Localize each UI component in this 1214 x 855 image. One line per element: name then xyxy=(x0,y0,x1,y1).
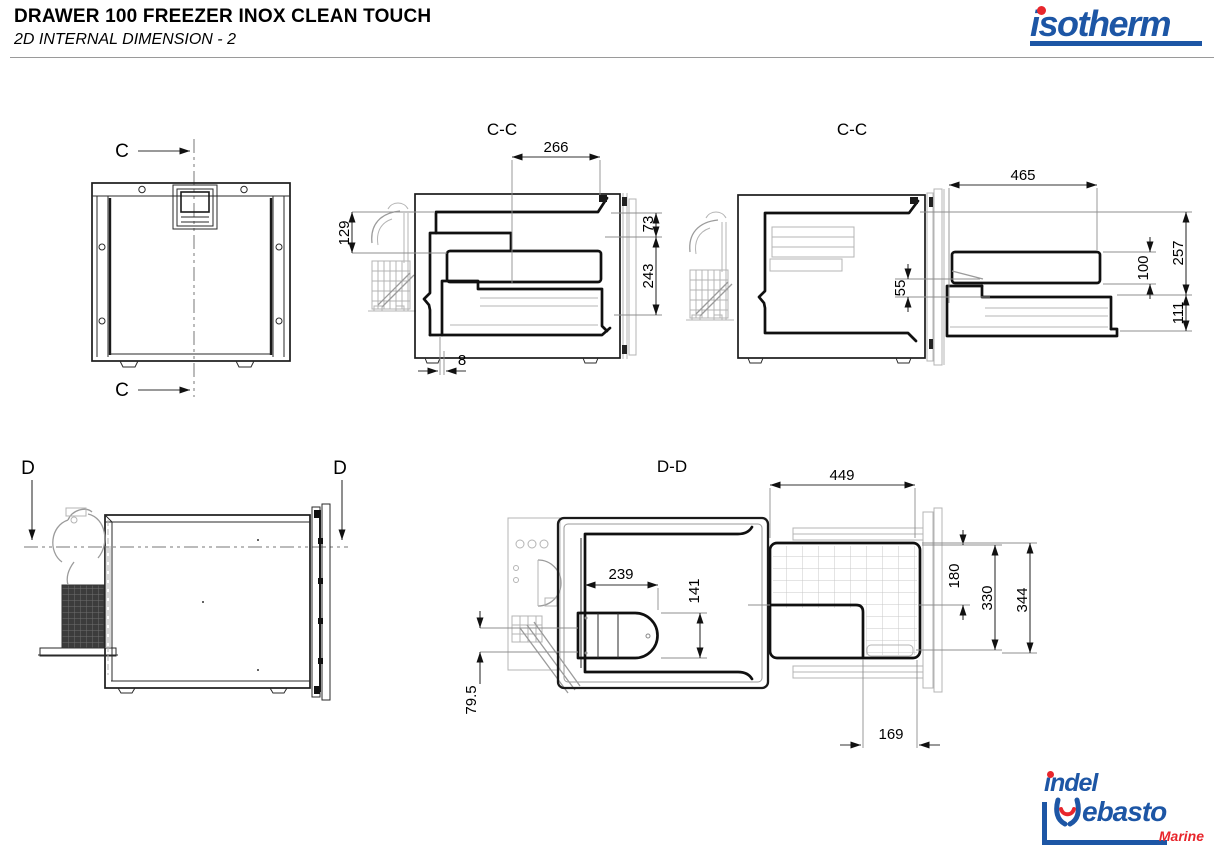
inner-cavity-contour-top xyxy=(580,525,754,681)
compressor-ghost xyxy=(686,211,734,321)
basket-top-view xyxy=(748,541,922,660)
compressor-ghost xyxy=(368,202,416,312)
isotherm-text: isotherm xyxy=(1030,3,1172,44)
cabinet-section-outline xyxy=(737,194,926,364)
drawer-handle xyxy=(172,184,218,230)
dimension-55: 55 xyxy=(892,264,990,312)
isotherm-logo: isotherm xyxy=(1030,4,1202,46)
drawer-slide-ghost xyxy=(792,507,943,693)
section-letter-d-right: D xyxy=(333,458,347,479)
dimension-465: 465 xyxy=(948,167,1098,303)
dimension-141: 141 xyxy=(661,578,707,659)
dim-basket-depth-label: 330 xyxy=(979,585,996,610)
dimension-129: 129 xyxy=(336,211,447,254)
section-letter-c-bottom: C xyxy=(115,380,129,401)
dimension-266: 266 xyxy=(511,139,601,283)
dim-slide-extension-label: 465 xyxy=(1010,167,1035,184)
dimension-111: 111 xyxy=(1120,295,1192,332)
dimension-100: 100 xyxy=(1103,237,1156,299)
dim-rear-offset-label: 79.5 xyxy=(463,685,480,714)
dim-drawer-depth-label: 344 xyxy=(1014,587,1031,612)
section-letter-c-top: C xyxy=(115,141,129,162)
dim-front-height-label: 243 xyxy=(640,263,657,288)
dimension-257: 257 xyxy=(920,211,1192,296)
dim-drawer-front-label: 111 xyxy=(1170,302,1187,325)
dimension-449: 449 xyxy=(769,467,916,538)
dim-evaporator-length-label: 239 xyxy=(608,566,633,583)
front-door-layers xyxy=(622,193,637,359)
dim-basket-height-label: 100 xyxy=(1135,255,1152,280)
dimension-169: 169 xyxy=(840,660,940,749)
isotherm-underline xyxy=(1030,41,1202,46)
dimension-344: 344 xyxy=(922,542,1037,654)
section-letter-d-left: D xyxy=(21,458,35,479)
page-title: DRAWER 100 FREEZER INOX CLEAN TOUCH xyxy=(14,6,432,27)
isotherm-wordmark: isotherm xyxy=(1030,4,1202,44)
side-view-drawing: D D xyxy=(21,458,348,701)
front-door-layers xyxy=(926,188,945,366)
indel-red-dot-icon xyxy=(1047,771,1054,778)
dim-front-top-label: 73 xyxy=(640,216,657,233)
webasto-text: ebasto xyxy=(1082,796,1167,827)
dim-drawer-width-label: 449 xyxy=(829,467,854,484)
dimension-330: 330 xyxy=(916,544,1002,651)
inner-cavity-contour xyxy=(757,197,920,343)
compressor-ghost-top xyxy=(507,517,581,694)
basket-extended xyxy=(950,250,1102,285)
dimension-180: 180 xyxy=(918,530,970,620)
dim-front-total-label: 257 xyxy=(1170,240,1187,265)
cabinet-top-outline xyxy=(556,516,770,690)
front-panel-side xyxy=(311,503,331,701)
dim-bottom-offset-label: 8 xyxy=(458,352,466,369)
cabinet-side-outline xyxy=(104,514,311,694)
evaporator-ghost xyxy=(769,226,855,272)
dim-top-width-label: 266 xyxy=(543,139,568,156)
dim-evaporator-width-label: 141 xyxy=(686,578,703,603)
evaporator-plate xyxy=(576,611,659,660)
section-cc-open-drawing: C-C xyxy=(686,120,1192,366)
section-cc-closed-drawing: C-C xyxy=(336,120,662,375)
section-label-cc-open: C-C xyxy=(837,120,867,139)
dimension-8: 8 xyxy=(418,337,466,375)
front-view-drawing: C C xyxy=(91,139,291,401)
indel-wordmark: indel xyxy=(1044,770,1208,796)
compressor-unit-side xyxy=(38,507,118,675)
dim-rear-top-label: 129 xyxy=(336,220,353,245)
marine-text: Marine xyxy=(1158,828,1204,844)
indel-webasto-logo: indel ebasto Marine xyxy=(1030,770,1208,848)
header-divider xyxy=(10,57,1214,58)
webasto-w-mark-icon xyxy=(1054,797,1081,827)
inner-cavity-contour xyxy=(422,195,612,337)
section-dd-drawing: D-D xyxy=(463,457,1037,749)
dimension-73: 73 xyxy=(605,212,662,238)
dim-basket-upper-depth-label: 180 xyxy=(946,563,963,588)
dimension-243: 243 xyxy=(614,237,662,316)
dim-notch-width-label: 169 xyxy=(878,726,903,743)
basket-section xyxy=(445,249,603,284)
isotherm-red-dot-icon xyxy=(1037,6,1046,15)
dim-rim-gap-label: 55 xyxy=(892,280,909,297)
drawer-body-section xyxy=(440,279,609,337)
webasto-wordmark: ebasto xyxy=(1052,796,1167,828)
freezer-front-outline xyxy=(91,182,291,368)
section-label-cc-closed: C-C xyxy=(487,120,517,139)
section-label-dd: D-D xyxy=(657,457,687,476)
dimension-79-5: 79.5 xyxy=(463,611,578,715)
webasto-l-bracket xyxy=(1042,802,1167,845)
dimension-239: 239 xyxy=(585,566,659,610)
cabinet-section-outline xyxy=(414,193,621,364)
page-subtitle: 2D INTERNAL DIMENSION - 2 xyxy=(14,31,236,48)
drawer-body-extended xyxy=(945,284,1119,338)
